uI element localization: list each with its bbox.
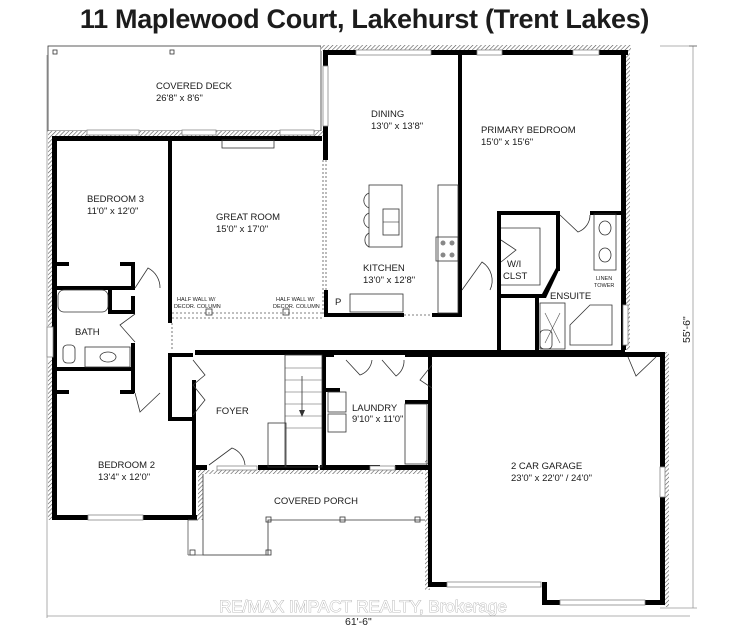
laundry-size: 9'10" x 11'0" xyxy=(352,414,403,425)
linen-tower-line2: TOWER xyxy=(594,283,614,289)
interior-walls xyxy=(52,50,665,605)
half-wall-2-line2: DECOR. COLUMN xyxy=(273,304,320,310)
wi-closet-line1: W/I xyxy=(507,259,521,270)
bedroom2-name: BEDROOM 2 xyxy=(98,460,155,471)
pantry-label: P xyxy=(335,297,341,308)
great-room-name: GREAT ROOM xyxy=(216,212,280,223)
primary-bedroom-name: PRIMARY BEDROOM xyxy=(481,125,576,136)
half-wall-1-line1: HALF WALL W/ xyxy=(177,297,216,303)
room-labels: COVERED DECK 26'8" x 8'6" DINING 13'0" x… xyxy=(75,81,614,507)
half-wall-1-line2: DECOR. COLUMN xyxy=(174,304,221,310)
half-wall-2-line1: HALF WALL W/ xyxy=(276,297,315,303)
doors xyxy=(119,214,657,466)
fixtures xyxy=(57,184,617,556)
depth-dimension: 55'-6" xyxy=(681,316,693,343)
width-dimension: 61'-6" xyxy=(345,616,372,628)
covered-porch-name: COVERED PORCH xyxy=(274,496,358,507)
foyer-name: FOYER xyxy=(216,406,249,417)
wi-closet-line2: CLST xyxy=(503,271,527,282)
primary-bedroom-size: 15'0" x 15'6" xyxy=(481,137,533,148)
great-room-size: 15'0" x 17'0" xyxy=(216,224,268,235)
kitchen-size: 13'0" x 12'8" xyxy=(363,275,415,286)
property-title: 11 Maplewood Court, Lakehurst (Trent Lak… xyxy=(79,4,650,34)
open-plan-dashes xyxy=(171,160,432,350)
laundry-name: LAUNDRY xyxy=(352,403,398,414)
covered-deck-name: COVERED DECK xyxy=(156,81,233,92)
dining-name: DINING xyxy=(371,109,404,120)
garage-name: 2 CAR GARAGE xyxy=(511,461,582,472)
bedroom3-name: BEDROOM 3 xyxy=(87,194,144,205)
brokerage-watermark: RE/MAX IMPACT REALTY, Brokerage xyxy=(219,597,507,616)
bedroom2-size: 13'4" x 12'0" xyxy=(98,472,150,483)
exterior-walls xyxy=(48,45,669,607)
bedroom3-size: 11'0" x 12'0" xyxy=(87,206,138,217)
linen-tower-line1: LINEN xyxy=(596,276,612,282)
ensuite-name: ENSUITE xyxy=(550,291,591,302)
windows xyxy=(46,49,666,606)
dining-size: 13'0" x 13'8" xyxy=(371,121,423,132)
covered-deck-size: 26'8" x 8'6" xyxy=(156,93,203,104)
garage-size: 23'0" x 22'0" / 24'0" xyxy=(511,473,592,484)
bath-name: BATH xyxy=(75,327,100,338)
kitchen-name: KITCHEN xyxy=(363,263,405,274)
